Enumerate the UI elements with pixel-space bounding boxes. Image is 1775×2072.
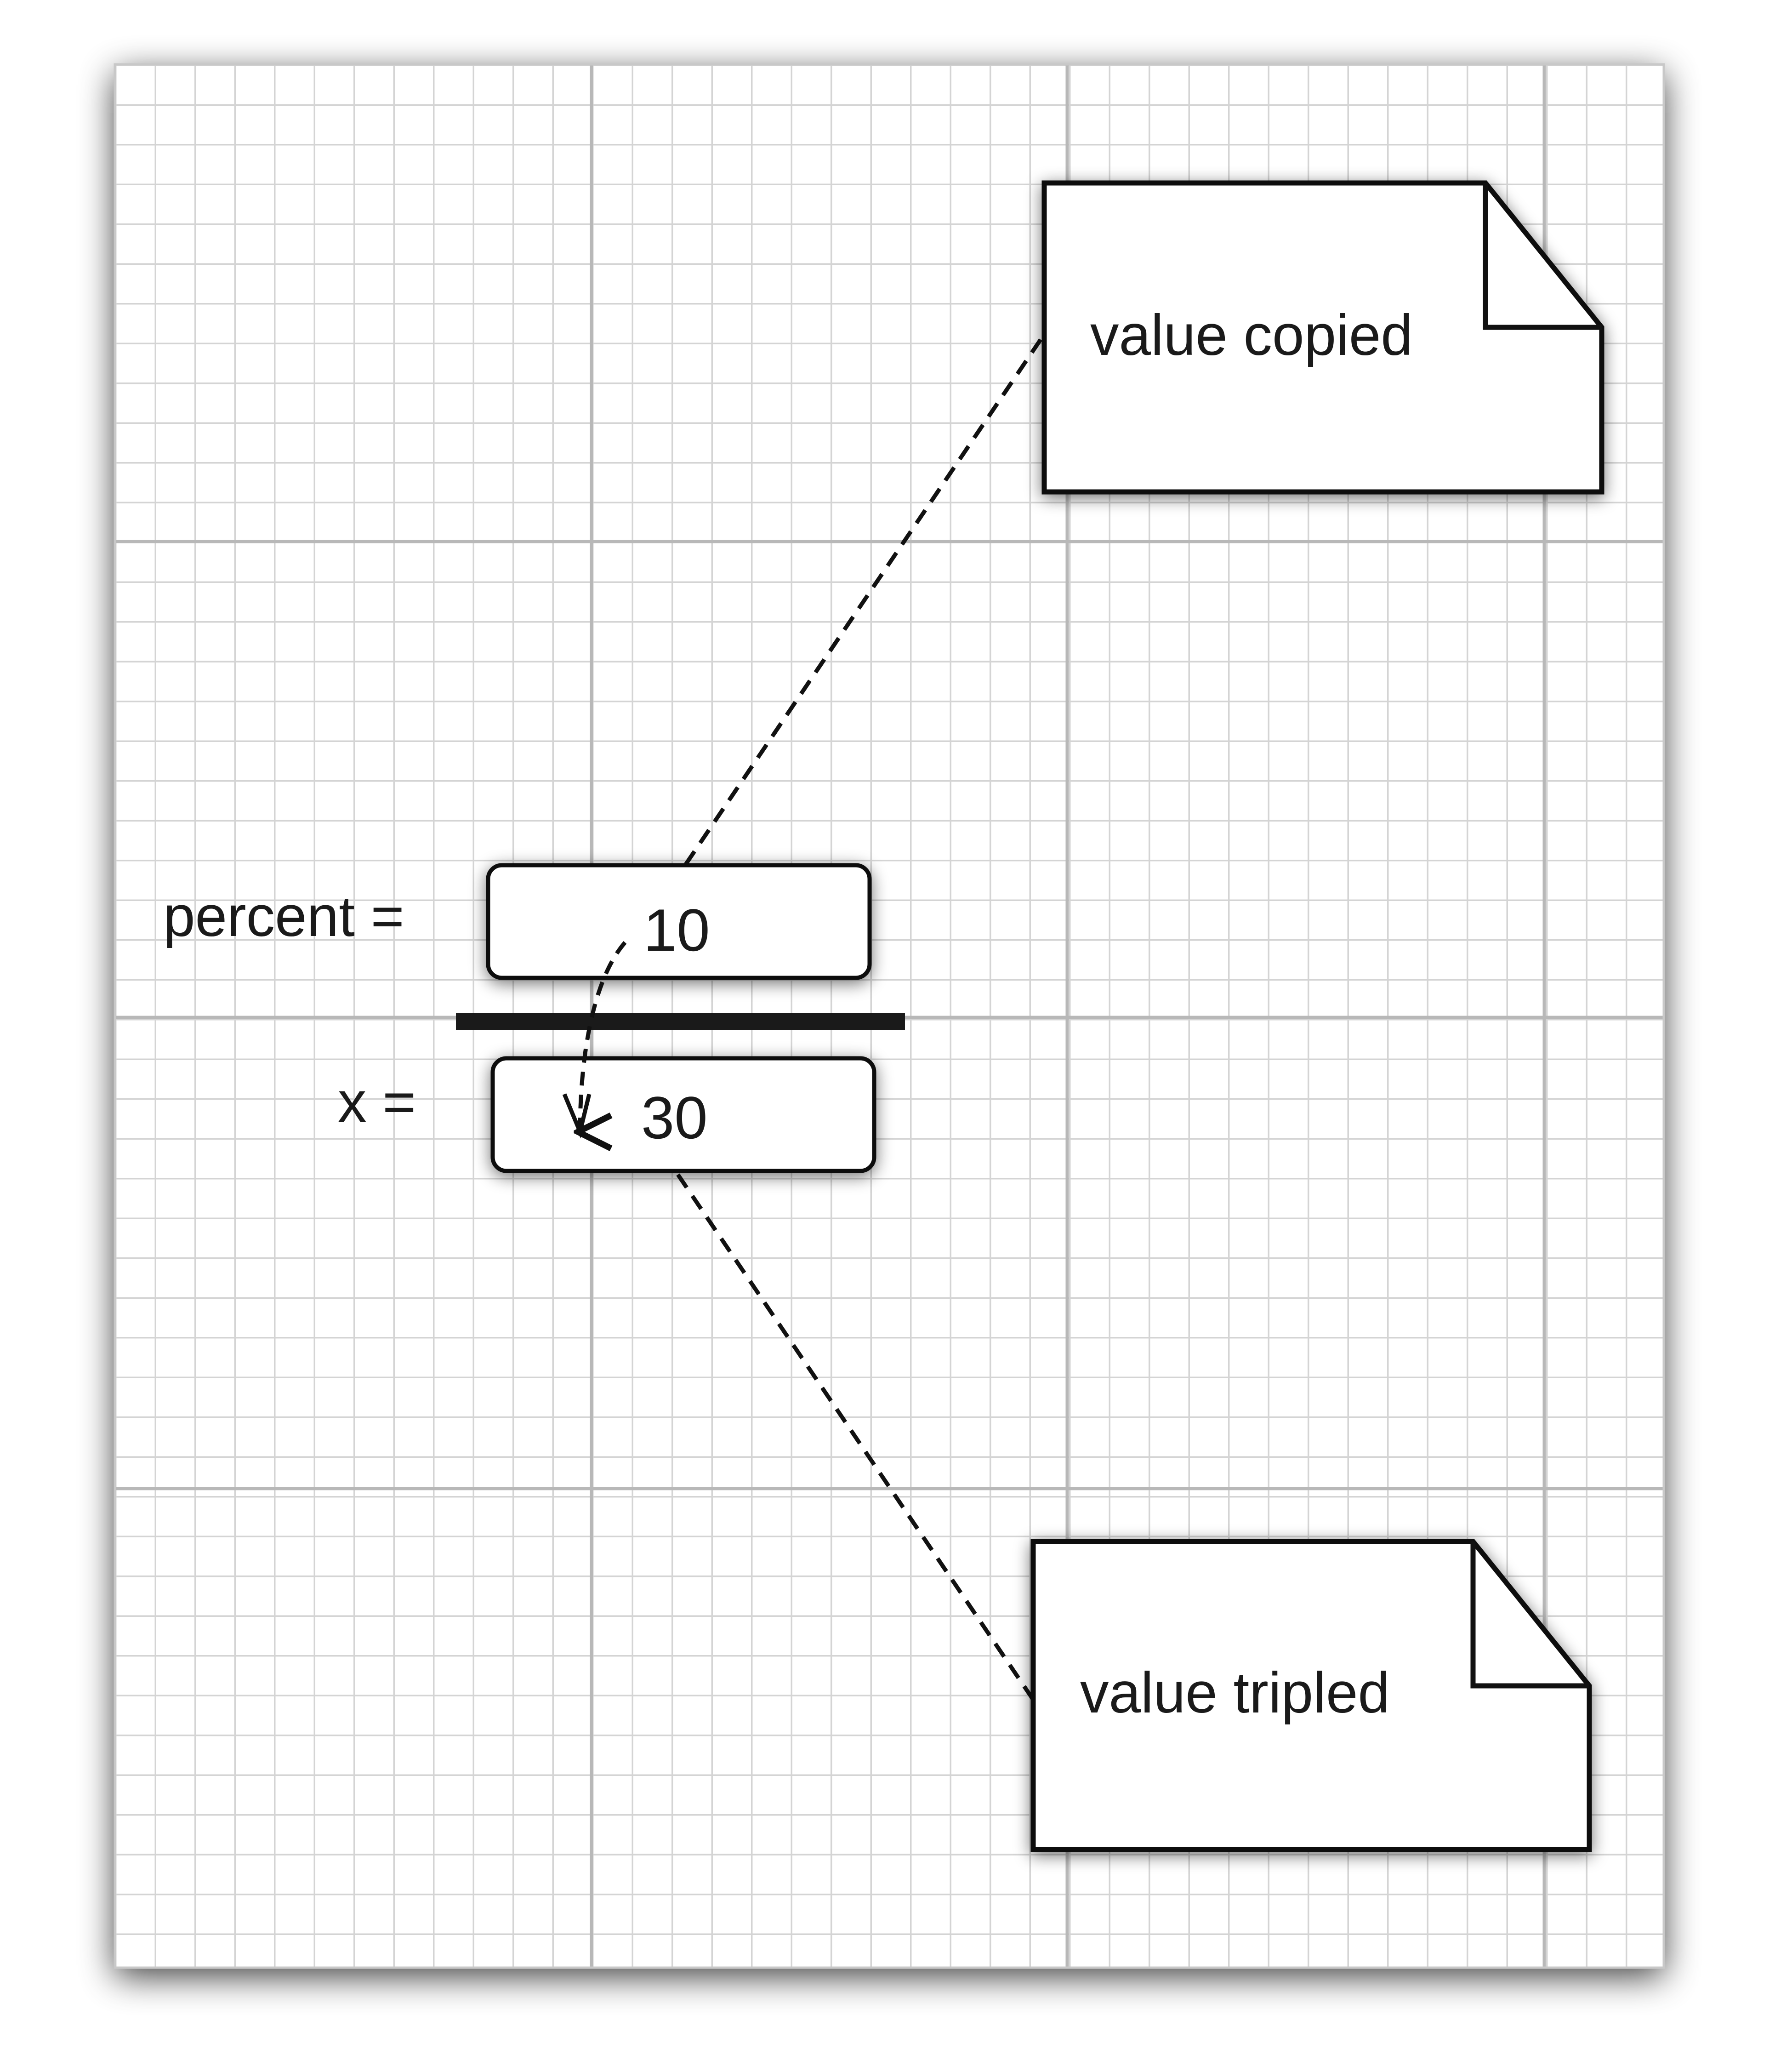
connector-copied	[684, 334, 1045, 866]
frame-separator	[456, 1013, 905, 1030]
percent-value: 10	[643, 896, 710, 964]
x-value: 30	[641, 1084, 708, 1151]
note-tripled-fold	[1470, 1541, 1589, 1689]
copy-arrow	[580, 941, 627, 1132]
x-label: x =	[338, 1070, 416, 1134]
percent-variable: percent = 10	[163, 863, 872, 980]
note-value-copied: value copied	[1041, 180, 1604, 495]
note-copied-text: value copied	[1090, 303, 1413, 367]
connector-tripled	[676, 1173, 1036, 1702]
note-tripled-shape	[1030, 1539, 1592, 1852]
percent-value-box	[486, 863, 872, 980]
note-copied-shape	[1041, 180, 1604, 495]
percent-label: percent =	[163, 885, 404, 948]
note-value-tripled: value tripled	[1030, 1539, 1592, 1852]
note-copied-fold	[1483, 183, 1602, 330]
note-tripled-text: value tripled	[1080, 1661, 1390, 1725]
copy-arrowhead-icon	[562, 1093, 592, 1139]
